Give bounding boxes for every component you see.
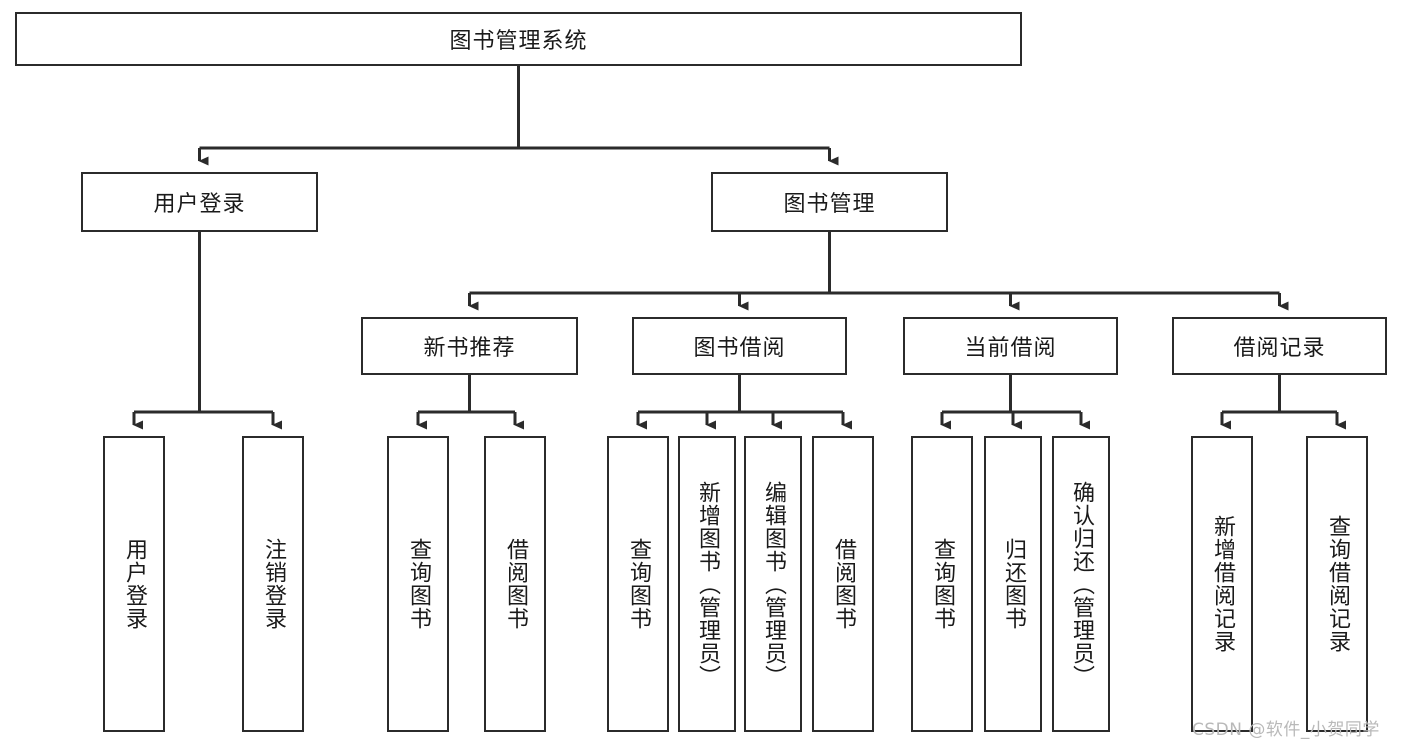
node-label: 查询图书 [929,538,955,630]
node-label: 当前借阅 [964,336,1057,361]
node-label: 用户登录 [121,538,147,630]
node-label: 查询图书 [625,538,651,630]
node-leaf-query-book-1[interactable]: 查询图书 [387,436,449,732]
node-borrow-record[interactable]: 借阅记录 [1172,317,1387,375]
node-label: 借阅记录 [1233,336,1326,361]
node-label: 编辑图书（管理员） [760,480,786,688]
node-label: 归还图书 [1000,538,1026,630]
node-leaf-add-record[interactable]: 新增借阅记录 [1191,436,1253,732]
node-label: 查询图书 [405,538,431,630]
node-leaf-query-record[interactable]: 查询借阅记录 [1306,436,1368,732]
node-leaf-edit-book[interactable]: 编辑图书（管理员） [744,436,802,732]
node-current-borrow[interactable]: 当前借阅 [903,317,1118,375]
node-label: 查询借阅记录 [1324,515,1350,653]
node-leaf-add-book[interactable]: 新增图书（管理员） [678,436,736,732]
node-leaf-query-book-3[interactable]: 查询图书 [911,436,973,732]
node-user-login[interactable]: 用户登录 [81,172,318,232]
node-leaf-return-book[interactable]: 归还图书 [984,436,1042,732]
node-label: 新增图书（管理员） [694,480,720,688]
node-label: 借阅图书 [502,538,528,630]
node-leaf-logout[interactable]: 注销登录 [242,436,304,732]
node-label: 图书管理系统 [449,29,588,54]
watermark: CSDN @软件_小贺同学 [1192,720,1380,740]
node-leaf-borrow-book-2[interactable]: 借阅图书 [812,436,874,732]
node-label: 新增借阅记录 [1209,515,1235,653]
node-label: 注销登录 [260,538,286,630]
node-root-system[interactable]: 图书管理系统 [15,12,1022,66]
node-label: 图书借阅 [693,336,786,361]
node-new-book-recommend[interactable]: 新书推荐 [361,317,578,375]
node-leaf-confirm-return[interactable]: 确认归还（管理员） [1052,436,1110,732]
node-label: 借阅图书 [830,538,856,630]
node-label: 确认归还（管理员） [1068,480,1094,688]
node-leaf-borrow-book-1[interactable]: 借阅图书 [484,436,546,732]
node-label: 图书管理 [783,192,876,217]
node-leaf-user-login[interactable]: 用户登录 [103,436,165,732]
node-book-manage[interactable]: 图书管理 [711,172,948,232]
node-leaf-query-book-2[interactable]: 查询图书 [607,436,669,732]
node-book-borrow[interactable]: 图书借阅 [632,317,847,375]
node-label: 新书推荐 [423,336,516,361]
node-label: 用户登录 [153,192,246,217]
